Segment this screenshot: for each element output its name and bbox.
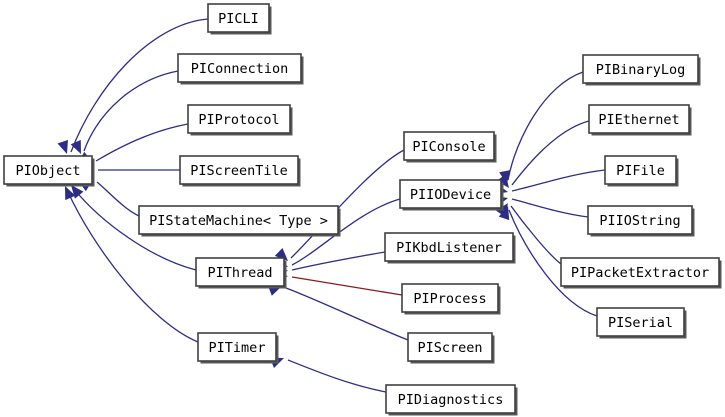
class-node-piethernet[interactable]: PIEthernet — [588, 104, 692, 136]
node-label: PIConnection — [191, 61, 289, 77]
node-box[interactable] — [403, 131, 495, 161]
edge-pitimer-to-piobject — [65, 186, 199, 343]
node-label: PIIODevice — [410, 187, 491, 203]
node-box[interactable] — [179, 155, 299, 185]
class-node-piprocess[interactable]: PIProcess — [401, 283, 501, 315]
class-node-piobject[interactable]: PIObject — [3, 155, 95, 187]
node-label: PIEthernet — [598, 112, 679, 128]
node-box[interactable] — [604, 155, 677, 185]
class-node-pistatemachine[interactable]: PIStateMachine< Type > — [138, 205, 341, 237]
node-label: PITimer — [209, 340, 266, 356]
node-label: PICLI — [218, 11, 259, 27]
node-box[interactable] — [399, 179, 502, 209]
edge-piethernet-to-piiodevice — [496, 120, 590, 188]
node-box[interactable] — [197, 332, 277, 362]
edge-pikbdlistener-to-pithread — [274, 251, 386, 274]
class-node-picli[interactable]: PICLI — [207, 3, 272, 35]
node-label: PIBinaryLog — [596, 62, 685, 78]
class-node-piscreen[interactable]: PIScreen — [407, 332, 495, 364]
class-node-pikbdlistener[interactable]: PIKbdListener — [384, 232, 516, 264]
nodes-layer: PIObject PICLI PIConnectionPIProtocolPIScr… — [3, 3, 722, 416]
node-label: PIConsole — [412, 139, 485, 155]
class-node-piiostring[interactable]: PIIOString — [587, 205, 695, 237]
node-box[interactable] — [588, 104, 690, 134]
node-box[interactable] — [207, 3, 270, 33]
node-box[interactable] — [407, 332, 493, 362]
node-box[interactable] — [384, 232, 514, 262]
node-label: PIFile — [616, 163, 665, 179]
node-box[interactable] — [582, 54, 699, 84]
class-node-pipacketextractor[interactable]: PIPacketExtractor — [560, 257, 722, 289]
edge-piserial-to-piiodevice — [498, 206, 598, 317]
edge-piprotocol-to-piobject — [78, 123, 189, 163]
class-node-piserial[interactable]: PISerial — [596, 307, 687, 339]
node-box[interactable] — [138, 205, 339, 235]
edge-piscreentile-to-piobject — [80, 164, 180, 176]
class-node-pidiagnostics[interactable]: PIDiagnostics — [385, 384, 518, 416]
class-node-piconsole[interactable]: PIConsole — [403, 131, 497, 163]
class-node-pitimer[interactable]: PITimer — [197, 332, 279, 364]
node-box[interactable] — [195, 257, 285, 287]
node-box[interactable] — [187, 104, 291, 134]
class-node-pithread[interactable]: PIThread — [195, 257, 287, 289]
node-label: PIDiagnostics — [398, 392, 504, 408]
inheritance-arrowhead — [496, 174, 509, 188]
node-label: PIPacketExtractor — [571, 265, 709, 281]
edge-piconnection-to-piobject — [70, 70, 179, 154]
node-label: PIScreenTile — [190, 163, 288, 179]
node-label: PIScreen — [417, 340, 482, 356]
class-node-piconnection[interactable]: PIConnection — [177, 53, 304, 85]
class-node-pibinarylog[interactable]: PIBinaryLog — [582, 54, 701, 86]
inheritance-arrowhead — [65, 186, 76, 201]
class-node-pifile[interactable]: PIFile — [604, 155, 679, 187]
node-label: PIStateMachine< Type > — [149, 213, 328, 229]
node-box[interactable] — [177, 53, 302, 83]
node-label: PIProtocol — [198, 112, 279, 128]
inheritance-arrowhead — [70, 139, 81, 154]
edge-piscreen-to-pithread — [267, 285, 409, 341]
node-label: PIObject — [15, 163, 80, 179]
inheritance-arrowhead — [498, 206, 510, 221]
edge-pidiagnostics-to-pitimer — [269, 357, 387, 393]
node-label: PIKbdListener — [396, 240, 502, 256]
class-node-piiodevice[interactable]: PIIODevice — [399, 179, 504, 211]
class-node-piprotocol[interactable]: PIProtocol — [187, 104, 293, 136]
edge-picli-to-piobject — [57, 18, 209, 154]
node-box[interactable] — [587, 205, 693, 235]
node-box[interactable] — [401, 283, 499, 313]
edge-pifile-to-piiodevice — [494, 169, 606, 195]
node-label: PIProcess — [413, 291, 486, 307]
node-label: PISerial — [608, 315, 673, 331]
class-node-piscreentile[interactable]: PIScreenTile — [179, 155, 301, 187]
node-label: PIIOString — [599, 213, 680, 229]
node-label: PIThread — [207, 265, 272, 281]
node-box[interactable] — [596, 307, 685, 337]
node-box[interactable] — [560, 257, 720, 287]
node-box[interactable] — [385, 384, 516, 414]
node-box[interactable] — [3, 155, 93, 185]
inheritance-arrowhead — [57, 139, 68, 154]
